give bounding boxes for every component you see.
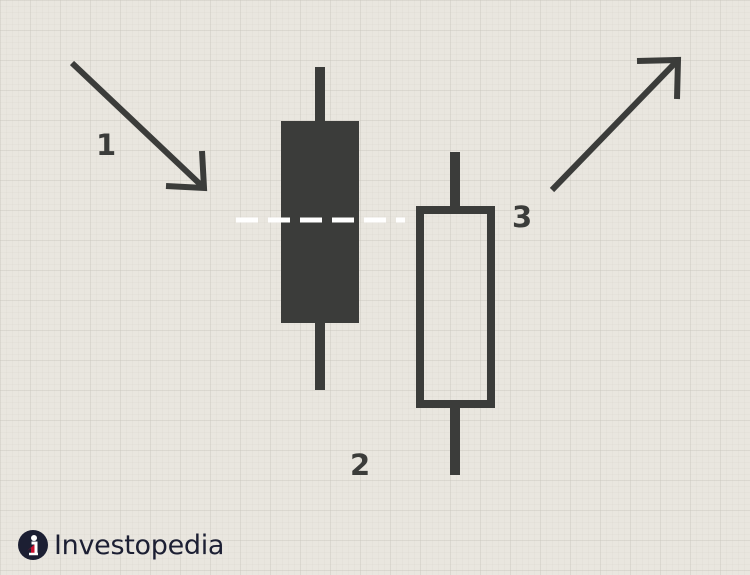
uptrend-arrow-icon [549, 56, 682, 193]
brand-name: Investopedia [54, 529, 225, 561]
bearish-candle-upper-wick [315, 67, 325, 123]
bearish-candle-lower-wick [315, 321, 325, 390]
label-2: 2 [350, 448, 371, 482]
investopedia-logo: Investopedia [18, 528, 224, 562]
bearish-candle [281, 67, 359, 390]
label-3: 3 [512, 200, 533, 234]
bullish-candle-body [416, 206, 495, 408]
bullish-candle-upper-wick [450, 152, 460, 209]
bullish-candle-lower-wick [450, 407, 460, 475]
label-1: 1 [96, 128, 117, 162]
downtrend-arrow-icon [69, 60, 208, 192]
investopedia-i-icon [18, 530, 48, 560]
bullish-candle [416, 152, 495, 475]
